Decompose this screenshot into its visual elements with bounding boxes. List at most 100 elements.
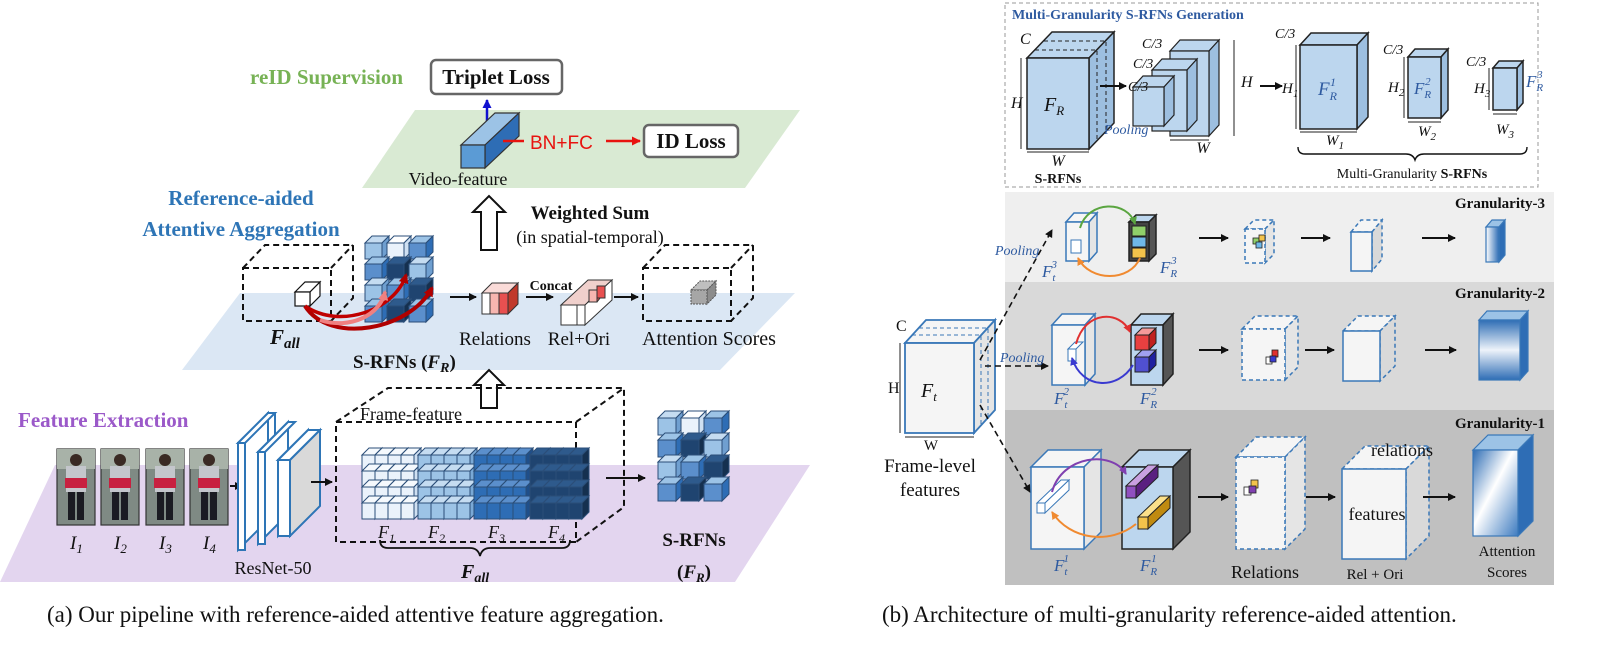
- input-image-2: [100, 448, 140, 526]
- c3-label-a: C/3: [1142, 37, 1162, 52]
- input-image-1: [56, 448, 96, 526]
- f-all-bottom-label: Fall: [460, 561, 489, 586]
- resnet-50-block: [235, 410, 323, 553]
- g3-ft-label: Ft3: [1041, 259, 1057, 284]
- fr2-h: H2: [1387, 80, 1405, 99]
- gran1-label: Granularity-1: [1455, 416, 1545, 432]
- fr1-label: FR1: [1317, 75, 1338, 103]
- srfn-cube-cell: [407, 255, 435, 282]
- weighted-sum-arrow: [470, 194, 508, 251]
- g3-fr-cube: [1127, 213, 1158, 263]
- concat-label: Concat: [530, 279, 573, 294]
- g1-relations-cube: [1234, 435, 1307, 551]
- srfns-mid-label: S-RFNs (FR): [353, 352, 456, 376]
- frame-label: F4: [547, 522, 565, 545]
- pooling-label-3: Pooling: [999, 351, 1044, 366]
- g2-ft-cube: [1050, 312, 1097, 387]
- srfn-cube-cell: [656, 453, 685, 481]
- frame-label: F2: [427, 522, 445, 545]
- g2-ft-label: Ft2: [1053, 386, 1069, 411]
- mg-brace: [1297, 146, 1528, 163]
- srfn-cube-cell: [679, 475, 708, 503]
- fr-big-srfns: S-RFNs: [1035, 172, 1082, 187]
- input-image-3: [145, 448, 185, 526]
- triplet-loss-box: [429, 58, 564, 96]
- srfn-cube-cell: [702, 431, 731, 459]
- fr-big-cube: [1025, 30, 1116, 151]
- relation-arc-pink: [319, 290, 389, 326]
- fr3-h: H3: [1473, 81, 1491, 100]
- ft-cube: [902, 317, 998, 436]
- reid-supervision-label: reID Supervision: [250, 65, 403, 89]
- bn-fc-label: BN+FC: [530, 133, 593, 154]
- srfn-cube-cell: [407, 234, 435, 261]
- fr2-w: W2: [1418, 124, 1437, 143]
- g3-relations-cube: [1243, 218, 1276, 265]
- g1-relations-label: Relations: [1231, 562, 1299, 582]
- input-image-label: I2: [113, 533, 127, 556]
- id-loss-box: [642, 123, 740, 159]
- c3-label-b: C/3: [1133, 57, 1153, 72]
- g3-attention-cube: [1484, 218, 1507, 264]
- fr1-cube: [1298, 31, 1370, 131]
- frame-label: F3: [487, 522, 505, 545]
- fr1-w: W1: [1326, 133, 1344, 152]
- mg-generation-title: Multi-Granularity S-RFNs Generation: [1012, 8, 1244, 23]
- srfns-cluster-bottom: [656, 409, 731, 503]
- fr-big-c: C: [1020, 31, 1031, 48]
- frame-feature-label: Frame-feature: [360, 404, 462, 424]
- fr2-cube: [1406, 47, 1450, 120]
- fr-big-label: FR: [1043, 94, 1064, 118]
- g1-attention-label-2: Scores: [1487, 565, 1527, 581]
- srfn-cube-cell: [702, 409, 731, 437]
- frame-level-label-1: Frame-level: [884, 456, 976, 477]
- input-image-label: I1: [69, 533, 83, 556]
- relations-block: [480, 281, 520, 316]
- g1-ft-label: Ft1: [1053, 553, 1069, 578]
- pooling-label-1: Pooling: [1103, 123, 1148, 138]
- g3-relori-cube: [1349, 217, 1384, 274]
- fr-big-w: W: [1051, 153, 1066, 170]
- ft-w: W: [924, 438, 939, 454]
- g1-attention-label-1: Attention: [1479, 544, 1536, 560]
- g2-relations-cube: [1240, 314, 1300, 382]
- f-all-label: Fall: [269, 325, 301, 352]
- mg-srfns-label: Multi-Granularity S-RFNs: [1337, 167, 1488, 182]
- rel-ori-block: [559, 278, 614, 327]
- g1-fr-cube: [1120, 448, 1192, 551]
- g2-relori-cube: [1341, 314, 1397, 383]
- srfns-bottom-fr: (FR): [677, 562, 711, 585]
- relation-arc-dark2: [304, 273, 409, 319]
- g3-ft-cube: [1064, 211, 1099, 263]
- relation-arc-dark1: [303, 286, 434, 331]
- fr2-c3: C/3: [1383, 43, 1403, 58]
- pool-h: H: [1240, 74, 1254, 91]
- srfn-cube-cell: [702, 475, 731, 503]
- input-image-4: [189, 448, 229, 526]
- fr2-label: FR2: [1413, 76, 1431, 101]
- g1-features: features: [1349, 504, 1406, 524]
- rraa-plane: [182, 293, 795, 370]
- srfn-cube-cell: [656, 409, 685, 437]
- srfn-cube-cell: [363, 234, 391, 261]
- weighted-sum-sub: (in spatial-temporal): [516, 227, 663, 248]
- g1-fr-label: FR1: [1139, 553, 1157, 578]
- srfn-cube-cell: [363, 276, 391, 303]
- relations-label: Relations: [459, 329, 531, 350]
- rel-ori-label: Rel+Ori: [548, 329, 610, 350]
- resnet-label: ResNet-50: [235, 558, 312, 578]
- srfn-cube-cell: [679, 409, 708, 437]
- attention-scores-label: Attention Scores: [642, 328, 776, 350]
- srfn-cube-cell: [363, 255, 391, 282]
- input-image-label: I4: [202, 533, 216, 556]
- f-all-small-cube: [293, 280, 322, 308]
- frame-cube-cell: [567, 494, 591, 521]
- g2-fr-label: FR2: [1139, 386, 1157, 411]
- g2-fr-cube: [1129, 312, 1175, 387]
- f-all-brace: [379, 539, 571, 557]
- panel-b: Multi-Granularity S-RFNs Generation FR C…: [884, 2, 1554, 585]
- triplet-loss-label: Triplet Loss: [442, 65, 550, 89]
- pool-w: W: [1196, 140, 1211, 157]
- pooling-stack: [1131, 38, 1221, 138]
